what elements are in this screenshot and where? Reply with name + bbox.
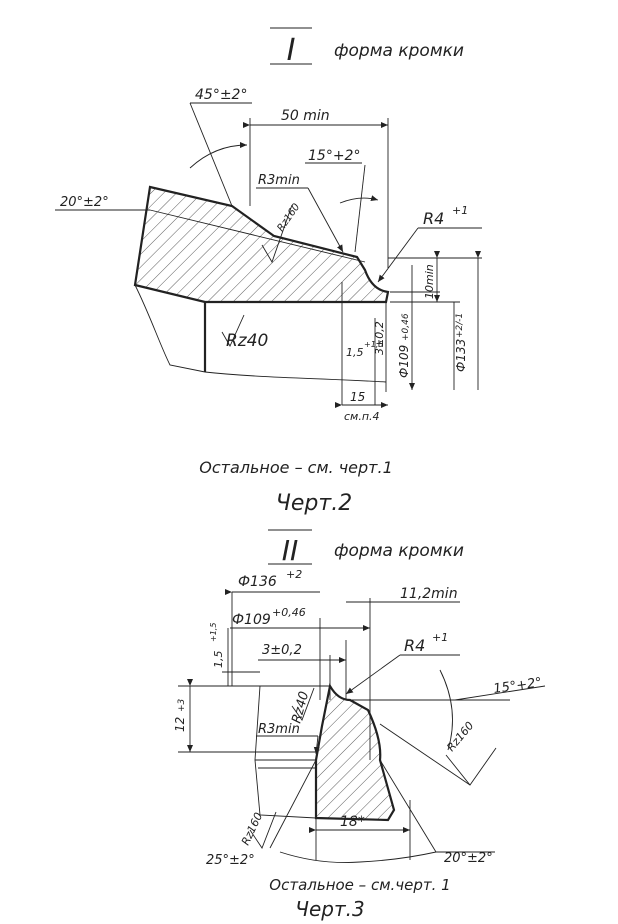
fig2-offset-b-tol: +1,5 <box>209 623 218 642</box>
fig2-width-min: 11,2min <box>400 586 458 602</box>
figure-2-hatched-section <box>314 682 396 822</box>
fig2-angle-left: 25°±2° <box>206 853 255 868</box>
fig2-dim-18: 18* <box>340 814 365 830</box>
fig1-angle-edge: 15°+2° <box>308 148 360 164</box>
fig1-diam-outer-tol: +2/-1 <box>455 313 465 338</box>
figure-1-caption: Черт.2 <box>276 491 352 516</box>
fig1-offset-b: 1,5 <box>346 346 364 359</box>
fig2-roughness-bevel: Rz160 <box>444 719 476 754</box>
fig1-radius-min: R3min <box>258 173 300 188</box>
fig1-roughness-body: Rz40 <box>226 331 268 351</box>
figure-2-title: II форма кромки <box>268 529 464 567</box>
fig2-angle-edge: 15°+2° <box>492 675 542 697</box>
fig2-offset-a: 3±0,2 <box>262 643 302 658</box>
fig1-land-min: 10min <box>423 264 436 299</box>
fig2-radius-edge: R4 <box>404 636 425 655</box>
fig2-height: 12 <box>173 717 187 732</box>
figure-1-note: Остальное – см. черт.1 <box>199 458 393 477</box>
fig2-offset-b: 1,5 <box>212 651 225 669</box>
fig1-diam-inner: Ф109 <box>397 345 411 378</box>
figure-2: II форма кромки <box>173 529 546 921</box>
fig1-radius-edge: R4 <box>423 209 444 228</box>
figure-2-caption: Черт.3 <box>295 897 364 921</box>
fig2-angle-right: 20°±2° <box>444 851 493 866</box>
fig2-height-tol: +3 <box>177 698 187 712</box>
fig2-diam-outer: Ф136 <box>238 574 277 590</box>
figure-2-numeral: II <box>282 534 299 567</box>
figure-1-section-title: форма кромки <box>334 41 464 61</box>
fig1-offset-a: 3±0,2 <box>373 321 386 355</box>
fig1-width-min: 50 min <box>281 108 330 124</box>
fig1-angle-top: 20°±2° <box>60 195 109 210</box>
fig1-diam-outer: Ф133 <box>454 339 468 372</box>
fig1-diam-inner-tol: +0,46 <box>401 313 411 341</box>
figure-1-body <box>134 186 387 392</box>
fig2-diam-inner-tol: +0,46 <box>272 606 306 619</box>
fig2-radius-edge-tol: +1 <box>432 631 448 644</box>
figure-1-dimensions <box>55 102 482 408</box>
fig1-offset-b-tol: +1,5 <box>364 340 383 349</box>
figure-2-dimensions <box>178 589 546 864</box>
fig1-ref-note: см.п.4 <box>344 410 380 423</box>
fig2-roughness-face: Rz40 <box>289 690 312 725</box>
fig1-dim-15: 15 <box>350 390 365 404</box>
fig2-diam-outer-tol: +2 <box>286 568 302 581</box>
fig2-roughness-root: Rz160 <box>239 811 265 848</box>
figure-1-hatched-section <box>133 185 390 304</box>
fig1-angle-bevel: 45°±2° <box>195 87 247 103</box>
fig1-radius-edge-tol: +1 <box>452 204 468 217</box>
figure-1: I форма кромки <box>55 27 482 516</box>
fig2-radius-min: R3min <box>258 722 300 737</box>
fig2-diam-inner: Ф109 <box>232 612 271 628</box>
figure-2-section-title: форма кромки <box>334 541 464 561</box>
figure-1-title: I форма кромки <box>270 27 464 68</box>
figure-1-numeral: I <box>287 33 296 68</box>
fig1-roughness-bevel: Rz160 <box>275 202 302 234</box>
figure-2-note: Остальное – см.черт. 1 <box>269 876 450 894</box>
